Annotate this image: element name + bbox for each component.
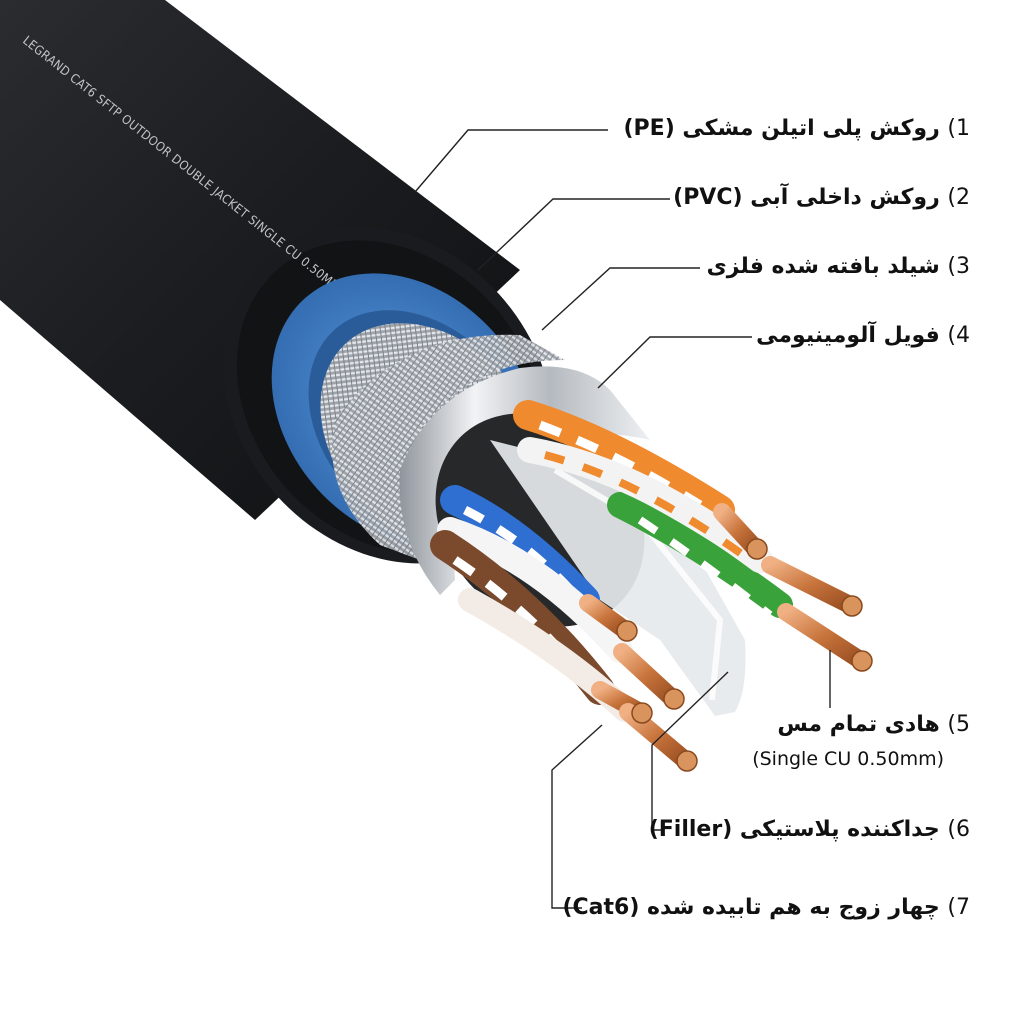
pair-green <box>607 492 869 669</box>
pair-blue <box>437 485 681 707</box>
label-7-number: 7) <box>947 895 970 920</box>
label-6-text: جداکننده پلاستیکی (Filler) <box>648 817 940 842</box>
copper-conductors <box>616 538 873 772</box>
leader-line-3 <box>541 267 700 331</box>
label-3: 3) شیلد بافته شده فلزی <box>705 254 970 279</box>
leader-line-6 <box>651 671 729 831</box>
label-3-number: 3) <box>947 254 970 279</box>
label-7: 7) چهار زوج به هم تابیده شده (Cat6) <box>562 895 970 920</box>
label-5-text: هادی تمام مس <box>777 712 940 737</box>
label-1-number: 1) <box>947 116 970 141</box>
label-1: 1) روکش پلی اتیلن مشکی (PE) <box>615 116 970 141</box>
label-4-text: فویل آلومینیومی <box>756 323 940 348</box>
label-1-text: روکش پلی اتیلن مشکی (PE) <box>623 116 940 141</box>
leader-line-7 <box>551 724 603 909</box>
pair-orange <box>513 400 859 614</box>
filler-separator <box>490 440 746 716</box>
label-6-number: 6) <box>947 817 970 842</box>
label-7-text: چهار زوج به هم تابیده شده (Cat6) <box>562 895 940 920</box>
label-4: 4) فویل آلومینیومی <box>756 323 970 348</box>
leader-line-4 <box>597 336 752 389</box>
label-2: 2) روکش داخلی آبی (PVC) <box>673 185 970 210</box>
label-5-sub: (Single CU 0.50mm) <box>752 748 944 770</box>
label-6: 6) جداکننده پلاستیکی (Filler) <box>649 817 970 842</box>
label-5-number: 5) <box>947 712 970 737</box>
label-4-number: 4) <box>947 323 970 348</box>
label-5: 5) هادی تمام مس <box>760 712 970 737</box>
label-3-text: شیلد بافته شده فلزی <box>706 254 940 279</box>
label-2-number: 2) <box>947 185 970 210</box>
label-2-text: روکش داخلی آبی (PVC) <box>673 185 940 210</box>
leader-line-1 <box>414 129 608 193</box>
leader-lines <box>414 129 831 909</box>
leader-line-2 <box>477 198 670 271</box>
